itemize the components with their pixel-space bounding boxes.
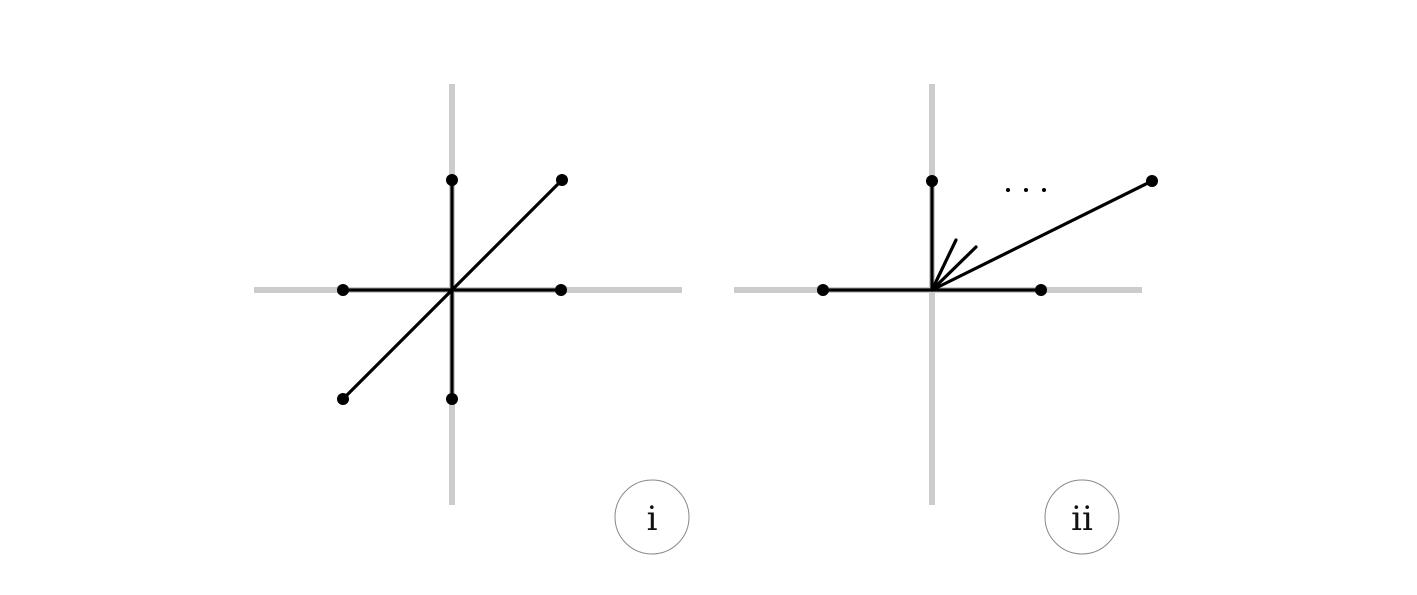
panel-i-endpoint-top <box>446 174 458 186</box>
panel-i: i <box>254 84 690 555</box>
panel-ii-endpoint-top <box>926 175 938 187</box>
panel-ii-label: ii <box>1071 499 1093 539</box>
panel-ii-segment-short-steep <box>930 238 958 292</box>
panel-i-endpoint-right <box>555 284 567 296</box>
panel-i-endpoint-bottom <box>446 393 458 405</box>
panel-i-endpoint-lower-left <box>337 393 349 405</box>
panel-ii-ellipsis <box>1006 188 1046 192</box>
panel-i-label: i <box>647 499 658 539</box>
panel-i-label-circle <box>614 479 690 555</box>
panel-ii-label-circle <box>1044 479 1120 555</box>
panel-ii: ii <box>734 84 1158 555</box>
panel-ii-endpoint-right <box>1035 284 1047 296</box>
panel-ii-segment-long <box>930 179 1154 292</box>
panel-i-endpoint-left <box>337 284 349 296</box>
panel-i-segment-diagonal <box>341 178 564 401</box>
panel-ii-segment-short-shallow <box>930 245 978 292</box>
panel-i-endpoint-upper-right <box>556 174 568 186</box>
panel-ii-endpoint-far-right <box>1146 175 1158 187</box>
panel-ii-endpoint-left <box>817 284 829 296</box>
